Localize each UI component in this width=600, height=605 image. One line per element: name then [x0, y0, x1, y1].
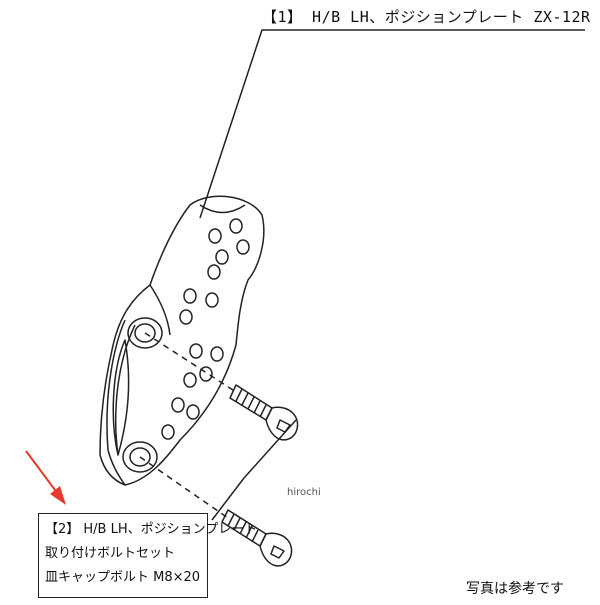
plate-holes: [161, 218, 250, 440]
upper-bolt: [144, 332, 299, 441]
plate-side: [106, 319, 126, 486]
lower-mount-boss: [122, 441, 158, 473]
leader-line-part1: [199, 29, 585, 219]
part2-line2: 取り付けボルトセット: [45, 546, 176, 561]
part1-label: 【1】 H/B LH、ポジションプレート ZX-12R: [262, 8, 591, 26]
upper-bolt-guide: [243, 419, 297, 479]
part2-line3: 皿キャップボルト M8×20: [45, 570, 201, 585]
plate-top-edge: [199, 204, 246, 214]
part2-label-box: 【2】 H/B LH、ポジションプレート 取り付けボルトセット 皿キャップボルト…: [38, 513, 258, 598]
plate-recess: [112, 339, 130, 456]
watermark-text: hirochi: [287, 487, 321, 498]
reference-note: 写真は参考です: [466, 581, 564, 597]
upper-mount-boss: [127, 317, 163, 349]
part2-line1: 【2】 H/B LH、ポジションプレート: [45, 522, 258, 537]
red-arrow-icon: [25, 450, 66, 505]
lower-bolt: [139, 456, 293, 567]
plate-side-inner: [114, 324, 136, 456]
plate-fold: [149, 284, 171, 336]
position-plate: [99, 195, 265, 486]
leader-line-part2: [211, 477, 245, 521]
